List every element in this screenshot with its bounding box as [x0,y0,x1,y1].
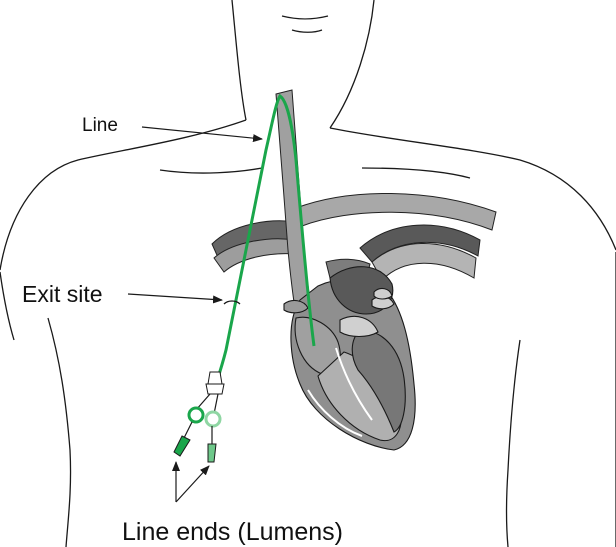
exit-site-mark [224,301,240,304]
torso-right [507,340,521,547]
lumen-clamp-right [206,412,220,426]
catheter-hub [174,372,224,462]
lumen-end-right [208,444,216,462]
lumen-end-left [174,436,190,456]
line-label: Line [82,115,118,136]
neck-left [232,0,246,120]
left-subclavian-vein [296,193,496,230]
lumen-clamp-left [189,408,203,422]
lumen-tube-left [184,422,192,438]
line-label-arrow [142,127,262,139]
arm-left [0,272,14,340]
line-ends-arrow-right [176,466,209,502]
neck-right [330,0,374,128]
leader-lines [128,127,262,502]
clavicle-right [362,168,470,178]
exit-site-arrow [128,294,222,300]
chin-line [292,30,322,32]
catheter-hub-body [208,372,222,384]
catheter-hub-flare [206,384,224,394]
clavicle-left [160,168,262,173]
shoulder-left [0,120,246,270]
torso-left [48,318,71,547]
shoulder-right [330,128,616,250]
chin [282,16,328,19]
line-ends-label: Line ends (Lumens) [122,518,343,546]
exit-site-label: Exit site [22,281,103,307]
